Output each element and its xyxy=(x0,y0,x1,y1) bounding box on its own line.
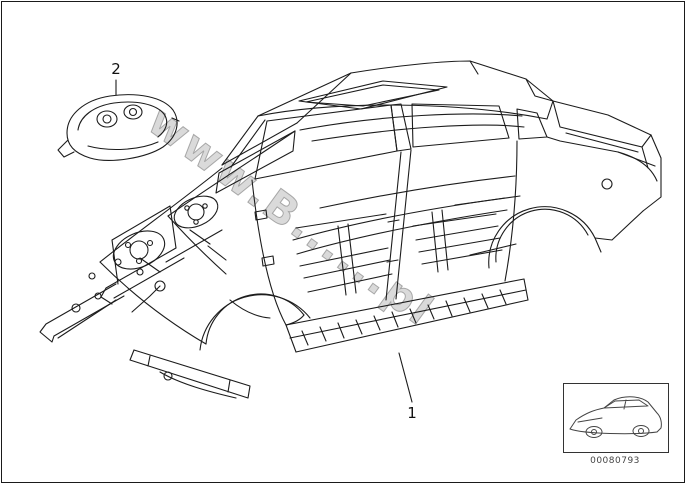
side-window-apertures xyxy=(254,103,548,180)
overview-thumbnail xyxy=(563,383,669,453)
front-structure xyxy=(39,130,311,399)
car-thumbnail-icon xyxy=(569,396,662,438)
diagram-number: 00080793 xyxy=(590,456,640,466)
windshield-cowl xyxy=(215,72,352,194)
sound-insulation-cover-part xyxy=(57,94,180,161)
door-apertures-floor xyxy=(251,140,521,326)
rear-structure xyxy=(488,100,662,269)
callout-label-2[interactable]: 2 xyxy=(111,60,121,78)
sill-rocker xyxy=(285,278,529,353)
roof-structure xyxy=(257,60,554,120)
callout-leader-lines xyxy=(115,79,413,403)
callout-label-1[interactable]: 1 xyxy=(407,404,417,422)
